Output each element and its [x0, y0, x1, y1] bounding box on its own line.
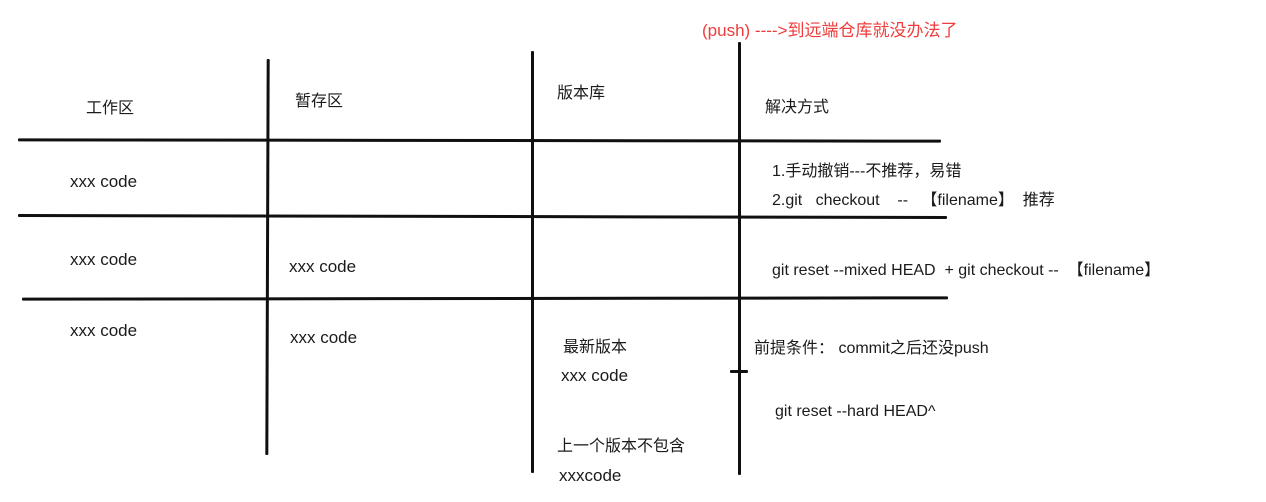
- row3-repo-latest-code: xxx code: [561, 366, 629, 385]
- row3-solution-command: git reset --hard HEAD^: [775, 403, 936, 420]
- push-warning-note: (push) ---->到远端仓库就没办法了: [702, 21, 958, 40]
- row3-working-code: xxx code: [70, 321, 138, 340]
- row3-repo-latest-version-label: 最新版本: [563, 339, 628, 356]
- header-staging-area: 暂存区: [295, 93, 344, 110]
- row1-working-code: xxx code: [70, 172, 138, 191]
- header-working-area: 工作区: [86, 100, 135, 117]
- column-divider-stage-repo: [531, 51, 534, 473]
- row2-working-code: xxx code: [70, 250, 138, 269]
- row-divider-2: [21, 296, 949, 301]
- row3-solution-precondition: 前提条件： commit之后还没push: [754, 340, 989, 357]
- row1-solution-line2: 2.git checkout -- 【filename】 推荐: [772, 192, 1055, 209]
- header-solution: 解决方式: [765, 99, 830, 116]
- column-divider-work-stage: [265, 58, 270, 456]
- row2-staging-code: xxx code: [289, 257, 357, 276]
- row3-repo-previous-code: xxxcode: [559, 466, 622, 485]
- row-divider-1: [17, 214, 948, 219]
- header-repository: 版本库: [557, 85, 606, 102]
- row1-solution-line1: 1.手动撤销---不推荐，易错: [772, 163, 962, 180]
- divider-cross-tick: [730, 370, 748, 373]
- row3-repo-previous-version-label: 上一个版本不包含: [557, 438, 686, 455]
- header-underline: [17, 138, 942, 143]
- row2-solution-line1: git reset --mixed HEAD + git checkout --…: [772, 262, 1161, 279]
- row3-staging-code: xxx code: [290, 328, 358, 347]
- column-divider-repo-solution: [738, 42, 741, 475]
